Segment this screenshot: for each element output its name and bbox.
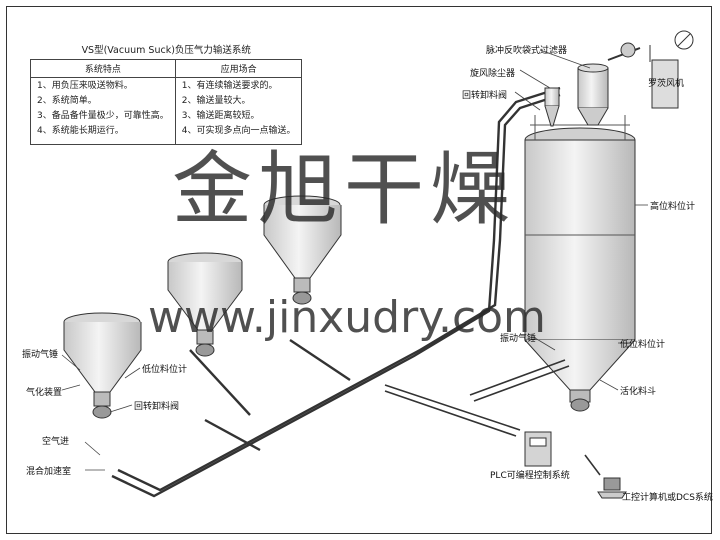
label-low-level-right: 低位料位计: [620, 340, 666, 350]
brand-watermark: 金旭干燥: [172, 143, 516, 236]
roots-blower: [607, 42, 679, 109]
applications-header: 应用场合: [174, 59, 303, 78]
label-air-inlet: 空气进: [42, 437, 70, 447]
features-header: 系统特点: [30, 59, 176, 78]
diagram-frame: [6, 6, 712, 534]
storage-bin-2: [167, 252, 243, 357]
application-item: 3、输送距离较短。: [181, 111, 260, 121]
label-plc: PLC可编程控制系统: [490, 471, 570, 481]
label-rotary-valve-top: 回转卸料阀: [462, 91, 508, 101]
feature-item: 4、系统能长期运行。: [37, 126, 124, 136]
cyclone-separator: [544, 87, 560, 127]
storage-bin-3: [263, 195, 342, 305]
applications-cell: 1、有连续输送要求的。 2、输送量较大。 3、输送距离较短。 4、可实现多点向一…: [174, 77, 303, 145]
callout-lines: [61, 49, 648, 471]
computer-icon: [597, 477, 627, 499]
label-roots-blower: 罗茨风机: [648, 79, 685, 89]
label-vibrator-right: 振动气锤: [500, 334, 537, 344]
north-arrow-icon: [674, 30, 694, 50]
label-pulse-filter: 脉冲反吹袋式过滤器: [486, 46, 568, 56]
brand-url-watermark: www.jinxudry.com: [148, 292, 546, 343]
label-aeration: 气化装置: [26, 388, 63, 398]
label-high-level: 高位料位计: [650, 202, 696, 212]
feature-table: VS型(Vacuum Suck)负压气力输送系统 系统特点 应用场合 1、用负压…: [30, 42, 303, 145]
application-item: 2、输送量较大。: [181, 96, 251, 106]
feature-item: 1、用负压来吸送物料。: [37, 81, 133, 91]
plc-cabinet: [524, 431, 552, 467]
label-vibrator-left: 振动气锤: [22, 350, 59, 360]
feature-item: 2、系统简单。: [37, 96, 97, 106]
signal-arrows: [384, 359, 601, 476]
label-rotary-valve-left: 回转卸料阀: [134, 402, 180, 412]
application-item: 4、可实现多点向一点输送。: [181, 126, 296, 136]
pipeline-network: [111, 86, 561, 498]
feature-item: 3、备品备件量极少，可靠性高。: [37, 111, 169, 121]
label-ipc: 工控计算机或DCS系统: [622, 493, 713, 503]
pulse-bag-filter: [577, 63, 609, 126]
label-low-level-left: 低位料位计: [142, 365, 188, 375]
storage-bin-1: [63, 312, 142, 419]
features-cell: 1、用负压来吸送物料。 2、系统简单。 3、备品备件量极少，可靠性高。 4、系统…: [30, 77, 176, 145]
label-mix-chamber: 混合加速室: [26, 467, 72, 477]
label-cyclone: 旋风除尘器: [470, 69, 516, 79]
receiving-silo: [524, 115, 636, 412]
application-item: 1、有连续输送要求的。: [181, 81, 278, 91]
label-activation-hopper: 活化料斗: [620, 387, 657, 397]
table-title: VS型(Vacuum Suck)负压气力输送系统: [81, 45, 251, 56]
